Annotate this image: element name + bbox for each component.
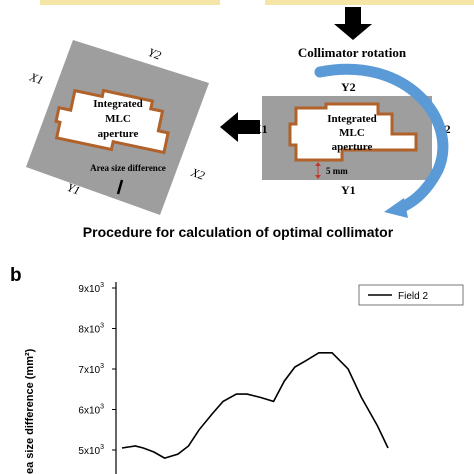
- margin-arrow-head-down: [315, 175, 321, 179]
- left-aperture-line-2: MLC: [105, 113, 131, 125]
- right-aperture-line-2: MLC: [339, 127, 365, 139]
- panel-b-label: b: [10, 265, 22, 286]
- top-right-strip: [265, 0, 474, 5]
- area-marker: [116, 179, 124, 195]
- left-aperture-line-3: aperture: [98, 128, 139, 140]
- left-aperture-line-1: Integrated: [93, 98, 143, 110]
- rotation-arrow-icon: [314, 63, 449, 215]
- left-arrow-icon: [220, 112, 260, 142]
- right-aperture-outline: [288, 102, 418, 162]
- margin-arrow-head-up: [315, 162, 321, 166]
- right-field: Integrated MLC aperture 5 mm X1 X2 Y2 Y1: [253, 80, 451, 197]
- right-aperture-line-3: aperture: [332, 141, 373, 153]
- chart-b: 9x103 8x103 7x103 6x103 5x103 ea size differ…: [24, 282, 464, 474]
- down-arrow-icon: [334, 7, 372, 40]
- y-ticks: 9x103 8x103 7x103 6x103 5x103: [78, 282, 116, 457]
- y-tick-label: 8x103: [78, 323, 104, 336]
- left-label-x1: X1: [27, 69, 45, 87]
- left-label-x2: X2: [188, 165, 206, 183]
- top-left-strip: [40, 0, 220, 5]
- left-field: Integrated MLC aperture Area size differ…: [26, 40, 209, 215]
- left-aperture-outline: [54, 88, 170, 155]
- margin-label: 5 mm: [326, 166, 348, 176]
- legend: Field 2: [358, 284, 464, 306]
- y-tick-label: 5x103: [78, 444, 104, 457]
- y-axis-label: ea size difference (mm²): [24, 348, 36, 474]
- right-label-y2: Y2: [341, 80, 356, 94]
- right-aperture-line-1: Integrated: [327, 113, 377, 125]
- area-size-difference-label: Area size difference: [90, 163, 166, 173]
- series-field-2-line: [121, 352, 389, 459]
- procedure-caption: Procedure for calculation of optimal col…: [83, 224, 394, 240]
- y-tick-label: 9x103: [78, 282, 104, 295]
- left-label-y2: Y2: [146, 45, 163, 62]
- right-label-x1: X1: [253, 122, 268, 136]
- y-tick-label: 6x103: [78, 404, 104, 417]
- left-label-y1: Y1: [65, 180, 82, 197]
- legend-box: [358, 284, 464, 306]
- rotation-arrow-head: [384, 198, 408, 218]
- right-label-y1: Y1: [341, 183, 356, 197]
- y-tick-label: 7x103: [78, 363, 104, 376]
- legend-label: Field 2: [398, 291, 428, 302]
- collimator-rotation-label: Collimator rotation: [298, 45, 407, 60]
